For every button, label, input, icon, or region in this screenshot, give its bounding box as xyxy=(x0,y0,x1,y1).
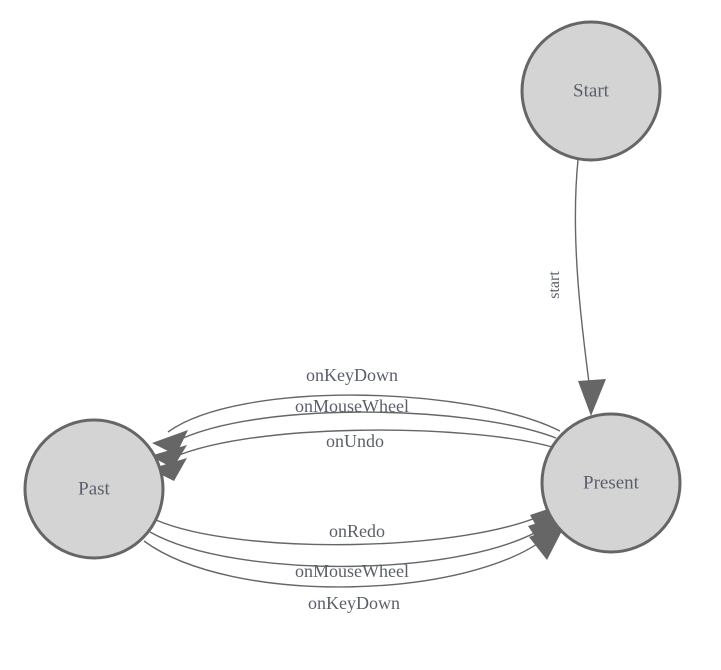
edge-path-onmousewheel-fwd xyxy=(149,524,549,568)
node-past[interactable]: Past xyxy=(23,418,165,560)
edge-path-start xyxy=(574,159,592,399)
edge-label-onmousewheel-back: onMouseWheel xyxy=(295,396,409,416)
edge-arrowhead-onkeydown-fwd xyxy=(529,523,566,560)
edge-path-onredo xyxy=(155,511,550,546)
edge-present-to-past-onundo[interactable]: onUndo xyxy=(150,429,553,481)
edge-present-to-past-onmousewheel[interactable]: onMouseWheel xyxy=(150,396,557,468)
node-present-circle xyxy=(540,412,682,554)
edge-start-to-present[interactable]: start xyxy=(546,159,606,416)
edge-path-onmousewheel-back xyxy=(165,411,557,448)
edge-arrowhead-onundo xyxy=(150,458,187,481)
edge-label-onkeydown-fwd: onKeyDown xyxy=(308,593,400,613)
node-present[interactable]: Present xyxy=(540,412,682,554)
edge-path-onundo xyxy=(165,429,553,462)
edge-label-onundo: onUndo xyxy=(326,431,384,451)
edge-past-to-present-onredo[interactable]: onRedo xyxy=(155,503,566,546)
edge-label-start: start xyxy=(546,271,563,299)
node-past-circle xyxy=(23,418,165,560)
edge-past-to-present-onkeydown[interactable]: onKeyDown xyxy=(143,523,566,613)
edge-path-onkeydown-fwd xyxy=(143,535,549,588)
node-start[interactable]: Start xyxy=(520,20,662,162)
edge-label-onredo: onRedo xyxy=(329,521,385,541)
edge-label-onmousewheel-fwd: onMouseWheel xyxy=(295,561,409,581)
edge-arrowhead-onmousewheel-back xyxy=(150,445,187,468)
node-past-label: Past xyxy=(78,478,110,499)
edge-label-onkeydown-back: onKeyDown xyxy=(306,365,398,385)
node-start-circle xyxy=(520,20,662,162)
node-present-label: Present xyxy=(583,472,640,493)
node-start-label: Start xyxy=(573,80,610,101)
edge-arrowhead-start xyxy=(578,379,606,416)
edge-path-onkeydown-back xyxy=(167,394,561,433)
